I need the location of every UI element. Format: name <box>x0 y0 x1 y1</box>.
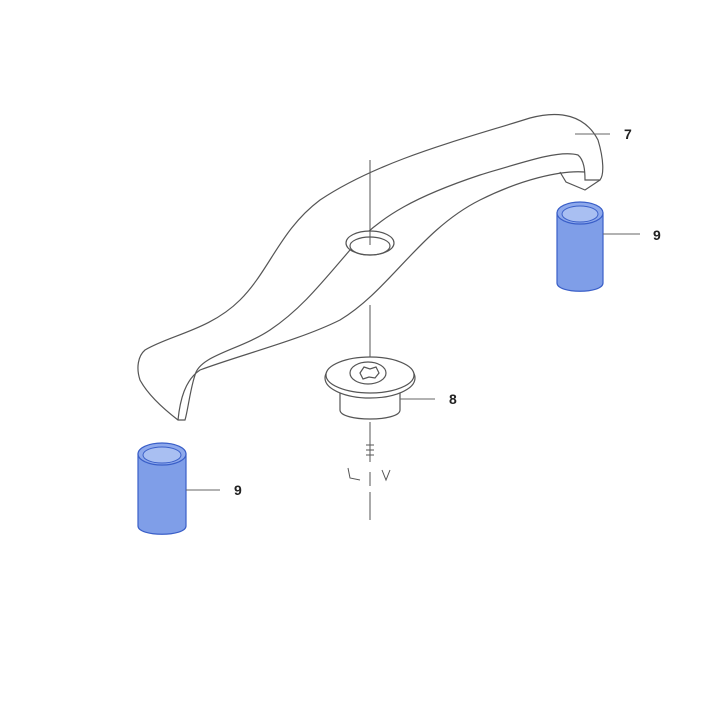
callout-7: 7 <box>624 126 632 142</box>
sleeve-right-part <box>556 201 604 292</box>
callout-9-right: 9 <box>653 227 661 243</box>
bolt-part <box>324 356 416 420</box>
callout-8: 8 <box>449 391 457 407</box>
callout-9-left: 9 <box>234 482 242 498</box>
sleeve-left-part <box>137 442 187 535</box>
